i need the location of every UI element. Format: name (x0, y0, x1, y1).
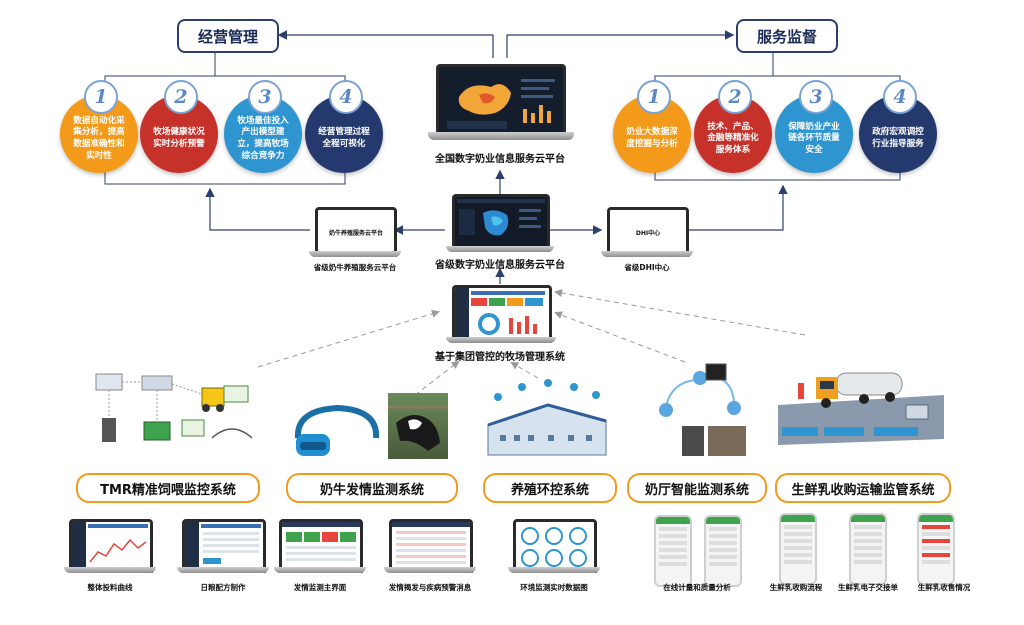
dhi-center-screen-text: DHI中心 (635, 229, 661, 237)
estrus-alert-caption: 发情揭发与疾病预警消息 (388, 583, 472, 592)
provincial-platform-screen (452, 194, 550, 252)
left-item-1-number: 1 (84, 80, 118, 114)
right-item-3-number: 3 (799, 80, 833, 114)
fresh-milk-caption-3: 生鲜乳收售情况 (917, 583, 971, 592)
left-item-1-text: 数据自动化采集分析，提高数据准确性和实时性 (73, 115, 125, 161)
tmr-feed-curve-screen (69, 519, 153, 573)
cattle-platform-screen-text: 奶牛养殖服务云平台 (328, 229, 383, 237)
right-item-4-text: 政府宏观调控行业指导服务 (872, 127, 924, 149)
ration-form-icon (185, 522, 261, 570)
tmr-system-label: TMR精准饲喂监控系统 (76, 473, 260, 503)
right-item-1-number: 1 (637, 80, 671, 114)
dhi-center-screen: DHI中心 (607, 207, 689, 257)
right-item-2-text: 技术、产品、金融等精准化服务体系 (707, 121, 759, 155)
cattle-platform-caption: 省级奶牛养殖服务云平台 (313, 263, 397, 272)
feed-curve-icon (72, 522, 148, 570)
tmr-ration-laptop (177, 519, 269, 575)
estrus-main-screen (279, 519, 363, 573)
national-platform-laptop (428, 64, 574, 142)
right-item-3-text: 保障奶业产业链各环节质量安全 (788, 121, 840, 155)
environment-data-base (508, 567, 600, 573)
tmr-ration-caption: 日粮配方制作 (200, 583, 246, 592)
cow-photo (388, 393, 448, 459)
left-item-3-text: 牧场最佳投入产出模型建立，提高牧场综合竞争力 (237, 115, 289, 161)
business-management-header: 经营管理 (177, 19, 279, 53)
national-platform-caption: 全国数字奶业信息服务云平台 (435, 154, 565, 165)
milking-caption: 在线计量和质量分析 (663, 583, 731, 592)
tmr-ration-screen (182, 519, 266, 573)
estrus-alert-screen (389, 519, 473, 573)
collar-icon (294, 404, 380, 456)
left-item-2: 牧场健康状况实时分析预警 (140, 95, 218, 173)
left-item-4-text: 经营管理过程全程可视化 (318, 127, 370, 149)
gauge-icon (521, 527, 587, 567)
estrus-main-laptop (274, 519, 366, 575)
environment-system-label: 养殖环控系统 (483, 473, 617, 503)
china-map-icon (447, 79, 555, 129)
fresh-milk-system-label: 生鲜乳收购运输监管系统 (775, 473, 951, 503)
tmr-feed-curve-caption: 整体投料曲线 (87, 583, 133, 592)
environment-illustration (478, 375, 614, 465)
right-item-2-number: 2 (718, 80, 752, 114)
fresh-milk-phone-1 (779, 513, 817, 585)
estrus-dashboard-icon (282, 522, 360, 561)
environment-data-screen (513, 519, 597, 573)
farm-system-caption: 基于集团管控的牧场管理系统 (435, 352, 565, 363)
right-item-1-text: 奶业大数据深度挖掘与分析 (626, 127, 678, 149)
alert-list-icon (392, 522, 470, 564)
milking-flow-icon (659, 363, 746, 456)
farm-system-base (446, 337, 556, 343)
barn-icon (487, 379, 607, 456)
dhi-center-caption: 省级DHI中心 (624, 263, 670, 272)
dhi-center-base (601, 251, 693, 257)
fresh-milk-phone-3 (917, 513, 955, 585)
service-supervision-header: 服务监督 (736, 19, 838, 53)
cattle-platform-base (309, 251, 401, 257)
environment-data-caption: 环境监测实时数据图 (520, 583, 588, 592)
cattle-platform-screen: 奶牛养殖服务云平台 (315, 207, 397, 257)
tmr-feed-curve-base (64, 567, 156, 573)
provincial-platform-caption: 省级数字奶业信息服务云平台 (435, 260, 565, 271)
national-platform-screen (436, 64, 566, 138)
provincial-platform-base (446, 246, 554, 252)
province-map-icon (457, 199, 545, 236)
fresh-milk-caption-1: 生鲜乳收购流程 (769, 583, 823, 592)
provincial-platform-laptop (446, 194, 554, 254)
milk-truck-illustration (778, 365, 944, 467)
farm-system-laptop (446, 285, 556, 345)
right-item-1: 奶业大数据深度挖掘与分析 (613, 95, 691, 173)
milking-parlour-illustration (652, 362, 762, 462)
milking-system-label: 奶厅智能监测系统 (627, 473, 767, 503)
tanker-truck-icon (778, 372, 944, 445)
farm-dashboard-icon (455, 288, 545, 340)
fresh-milk-caption-2: 生鲜乳电子交接单 (838, 583, 898, 592)
left-item-3-number: 3 (248, 80, 282, 114)
fresh-milk-phone-2 (849, 513, 887, 585)
milking-phone-1 (654, 515, 692, 587)
left-item-2-number: 2 (164, 80, 198, 114)
estrus-main-base (274, 567, 366, 573)
farm-system-screen (452, 285, 552, 343)
left-item-2-text: 牧场健康状况实时分析预警 (153, 127, 205, 149)
estrus-alert-laptop (384, 519, 476, 575)
cattle-platform-laptop: 奶牛养殖服务云平台 (309, 207, 401, 259)
tmr-network-icon (95, 373, 253, 442)
environment-data-laptop (508, 519, 600, 575)
tmr-ration-base (177, 567, 269, 573)
milking-phone-2 (704, 515, 742, 587)
tmr-illustration (82, 368, 262, 468)
right-item-4-number: 4 (883, 80, 917, 114)
left-item-4-number: 4 (329, 80, 363, 114)
estrus-collar-illustration (288, 398, 386, 462)
tmr-feed-curve-laptop (64, 519, 156, 575)
national-platform-base (428, 132, 574, 140)
cow-icon (388, 405, 448, 451)
dhi-center-laptop: DHI中心 (601, 207, 693, 259)
estrus-alert-base (384, 567, 476, 573)
estrus-main-caption: 发情监测主界面 (293, 583, 347, 592)
estrus-system-label: 奶牛发情监测系统 (286, 473, 458, 503)
